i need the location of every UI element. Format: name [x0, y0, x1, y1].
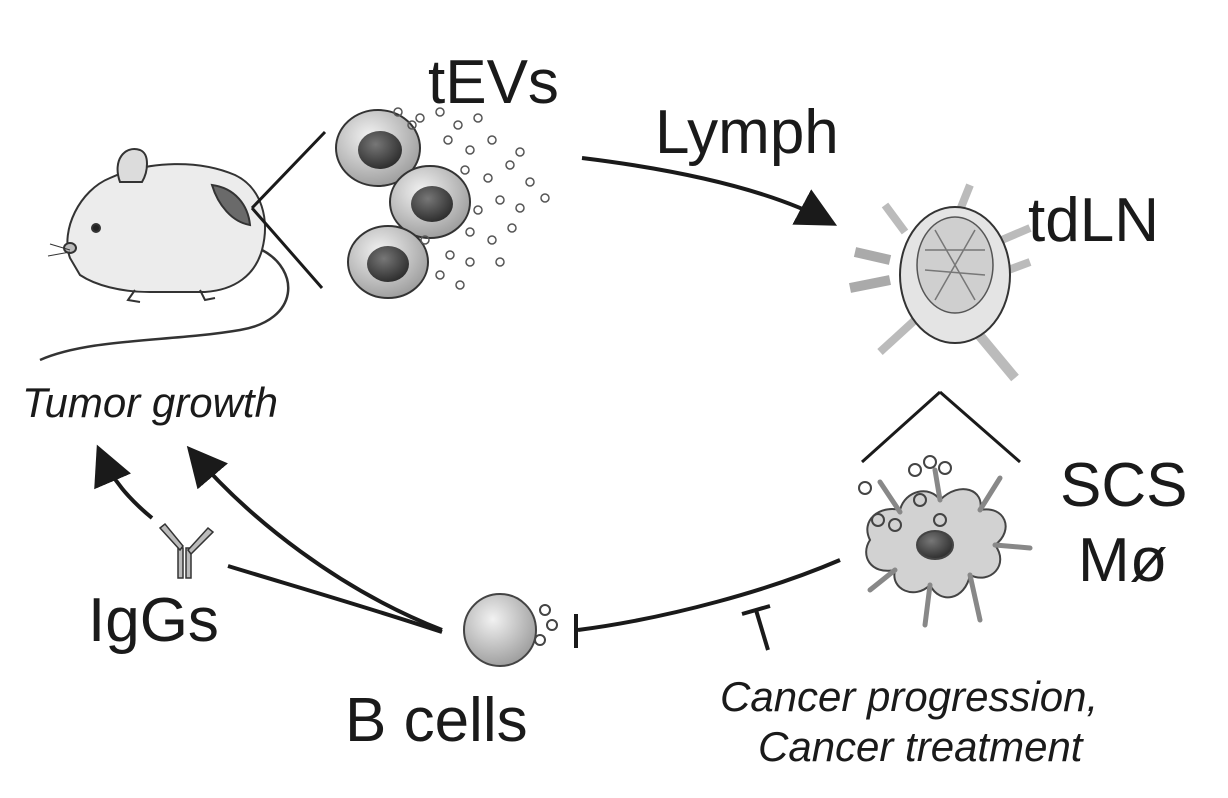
macrophage-label: Mø — [1078, 526, 1168, 595]
connector-line — [939, 390, 1021, 464]
connector-line — [860, 390, 942, 464]
mouse-icon — [39, 148, 290, 362]
cancer-progression-label: Cancer progression, — [720, 673, 1099, 720]
iggs-label: IgGs — [88, 586, 219, 655]
connector-line — [250, 130, 327, 210]
tumor-growth-label: Tumor growth — [22, 379, 278, 426]
tdln-label: tdLN — [1028, 186, 1159, 255]
igg-line — [227, 564, 443, 634]
tevs-label: tEVs — [428, 48, 559, 117]
igg-arrow — [94, 444, 154, 520]
cancer-treatment-label: Cancer treatment — [758, 723, 1083, 770]
tumor-cell-icon — [335, 109, 471, 299]
growth-arrow — [186, 445, 443, 632]
scs-label: SCS — [1060, 451, 1188, 520]
macrophage-icon — [858, 455, 1033, 628]
lymph-node-icon — [849, 183, 1032, 382]
inhibition-symbol — [741, 604, 771, 651]
connector-line — [250, 207, 324, 289]
vesicle-cluster — [393, 107, 550, 290]
lymph-arrow — [581, 156, 838, 226]
b-cell-icon — [463, 593, 558, 667]
b-cells-label: B cells — [345, 686, 528, 755]
inhibition-line — [577, 558, 841, 632]
antibody-icon — [158, 522, 215, 579]
lymph-label: Lymph — [655, 98, 839, 167]
